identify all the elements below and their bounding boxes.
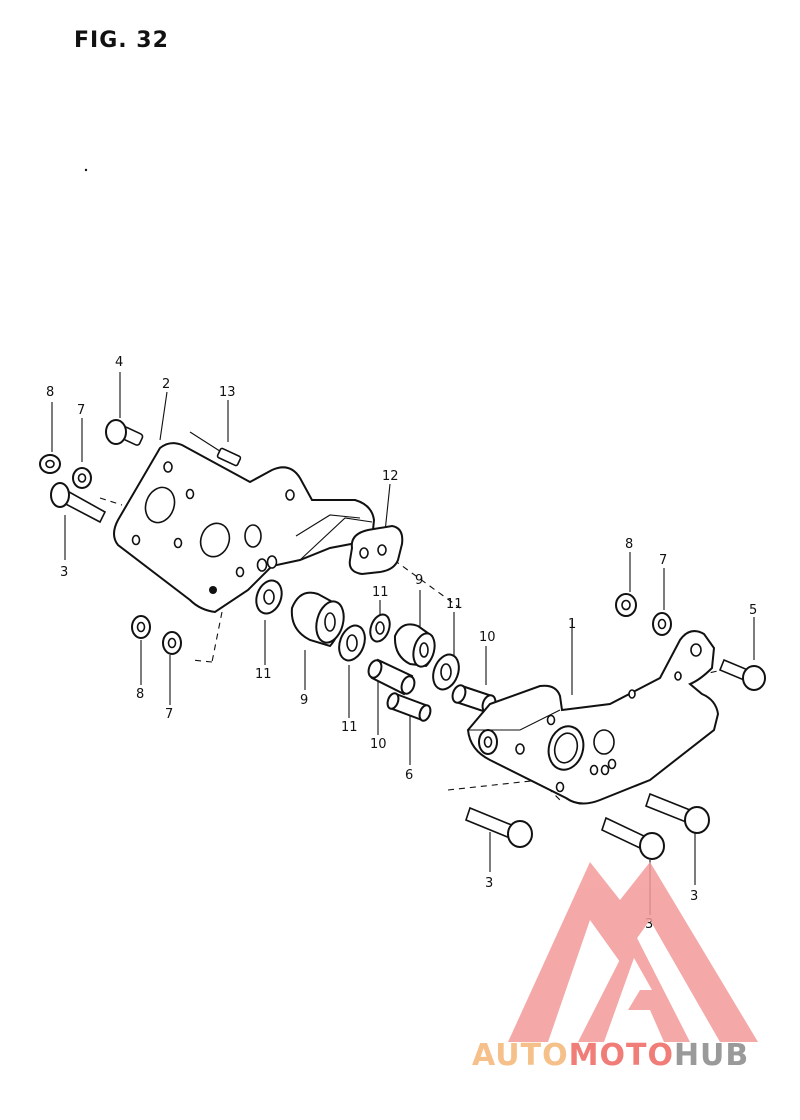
callout: 5 (749, 603, 757, 618)
washer-part-7-lower-left (162, 631, 182, 655)
callout-labels: 8 4 2 13 7 3 12 8 7 11 9 11 11 9 11 10 1… (46, 355, 757, 932)
washer-part-7-upper-right (652, 612, 672, 636)
washer-part-11-d (432, 653, 460, 691)
callout: 13 (219, 385, 236, 400)
bolt-part-3-upper-left (50, 482, 107, 524)
washer-part-11-b (338, 624, 366, 662)
figure-title: FIG. 32 (74, 28, 169, 53)
callout: 7 (77, 403, 85, 418)
watermark-text-moto: MOTO (568, 1038, 674, 1073)
callout: 3 (645, 917, 653, 932)
washer-part-11-a (255, 579, 283, 615)
callout: 11 (341, 720, 358, 735)
callout: 9 (415, 573, 423, 588)
callout: 11 (372, 585, 389, 600)
nut-part-8-upper-left (39, 454, 61, 474)
watermark-text-hub: HUB (673, 1038, 750, 1073)
callout: 6 (405, 768, 413, 783)
callout: 3 (60, 565, 68, 580)
washer-part-11-c (369, 613, 391, 643)
callout: 8 (46, 385, 54, 400)
bolt-part-3-lower-b (645, 792, 710, 834)
nut-part-8-upper-right (615, 593, 637, 617)
callout: 12 (382, 469, 399, 484)
bushing-part-9-b (393, 623, 436, 668)
callout: 8 (136, 687, 144, 702)
callout: 10 (370, 737, 387, 752)
bolt-part-5 (718, 658, 766, 691)
bolt-part-4 (105, 419, 144, 446)
stud-part-13 (189, 431, 242, 467)
callout: 1 (568, 617, 576, 632)
callout: 8 (625, 537, 633, 552)
callout: 4 (115, 355, 123, 370)
plate-part-12 (348, 524, 404, 576)
nut-part-8-lower-left (131, 615, 151, 639)
callout: 7 (165, 707, 173, 722)
bracket-part-1 (466, 630, 720, 805)
washer-part-7-upper-left (72, 467, 92, 489)
bolt-part-3-lower-a (465, 806, 533, 848)
collar-part-10-a (367, 658, 416, 696)
callout: 11 (446, 597, 463, 612)
callout: 7 (659, 553, 667, 568)
watermark-text-auto: AUTO (472, 1038, 569, 1073)
callout: 9 (300, 693, 308, 708)
leader-lines (51, 372, 755, 915)
bushing-part-9-a (290, 591, 345, 648)
callout: 2 (162, 377, 170, 392)
callout: 11 (255, 667, 272, 682)
callout: 10 (479, 630, 496, 645)
bracket-part-2 (113, 442, 376, 614)
callout: 3 (485, 876, 493, 891)
watermark-text: AUTOMOTOHUB (472, 1038, 749, 1073)
bolt-part-3-lower-c (601, 816, 665, 860)
collar-part-6 (386, 692, 432, 722)
callout: 3 (690, 889, 698, 904)
